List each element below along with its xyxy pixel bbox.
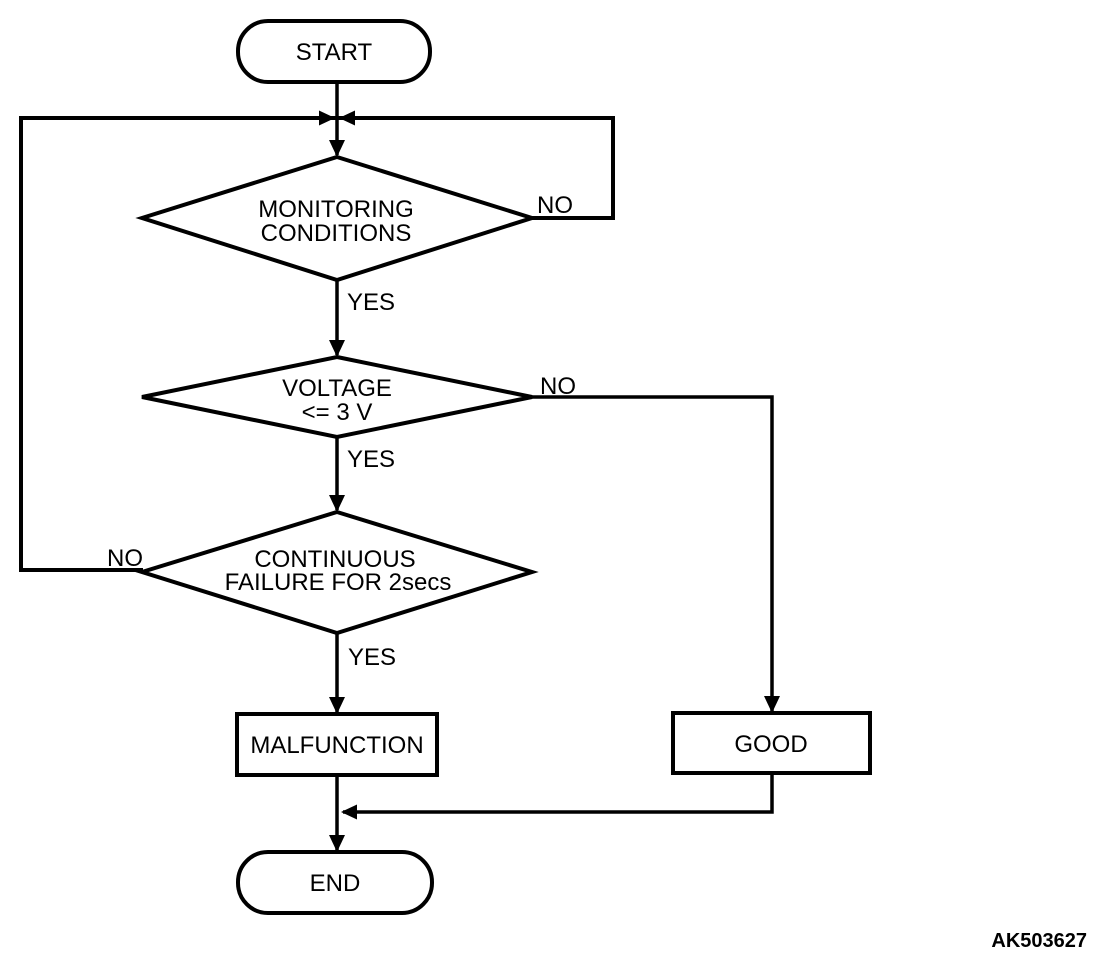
node-good: GOOD (671, 711, 872, 775)
edge-label-continuous-yes: YES (348, 644, 396, 671)
continuous-label-line2: FAILURE FOR 2secs (225, 569, 452, 596)
edge-label-voltage-yes: YES (347, 446, 395, 473)
edge-label-monitoring-no: NO (537, 192, 573, 219)
monitoring-label-line2: CONDITIONS (261, 220, 412, 247)
arrowhead-into-malfunction (329, 697, 345, 714)
arrowhead-into-continuous (329, 495, 345, 512)
arrowhead-junction-right (319, 110, 335, 126)
start-label: START (296, 39, 373, 66)
end-label: END (310, 870, 361, 897)
good-process-shape (671, 711, 872, 775)
voltage-label-line2: <= 3 V (302, 399, 373, 426)
arrowhead-junction-left (339, 110, 355, 126)
arrowhead-into-end (329, 835, 345, 852)
node-start: START (236, 19, 432, 84)
arrowhead-into-voltage (329, 340, 345, 357)
voltage-label-line1: VOLTAGE (282, 375, 392, 402)
continuous-label-line1: CONTINUOUS (254, 546, 415, 573)
monitoring-decision-shape (135, 154, 539, 283)
continuous-decision-shape (135, 509, 539, 636)
node-voltage: VOLTAGE <= 3 V (141, 354, 533, 440)
edge-no-loops (19, 116, 615, 572)
arrowhead-merge-left (341, 804, 357, 820)
figure-code: AK503627 (991, 930, 1087, 952)
start-terminator-shape (236, 19, 432, 84)
edge-label-continuous-no: NO (107, 545, 143, 572)
node-continuous-failure: CONTINUOUS FAILURE FOR 2secs (135, 509, 539, 636)
voltage-decision-shape (141, 354, 533, 440)
edge-label-monitoring-yes: YES (347, 289, 395, 316)
node-monitoring-conditions: MONITORING CONDITIONS (135, 154, 539, 283)
monitoring-label-line1: MONITORING (258, 196, 414, 223)
edge-label-voltage-no: NO (540, 373, 576, 400)
end-terminator-shape (236, 850, 434, 915)
malfunction-process-shape (235, 712, 439, 777)
node-malfunction: MALFUNCTION (235, 712, 439, 777)
malfunction-label: MALFUNCTION (250, 732, 423, 759)
edge-voltage-no (532, 395, 774, 711)
good-label: GOOD (734, 731, 807, 758)
arrowhead-into-monitoring (329, 140, 345, 157)
arrowhead-into-good (764, 696, 780, 713)
edge-good-to-merge (343, 773, 774, 814)
node-end: END (236, 850, 434, 915)
